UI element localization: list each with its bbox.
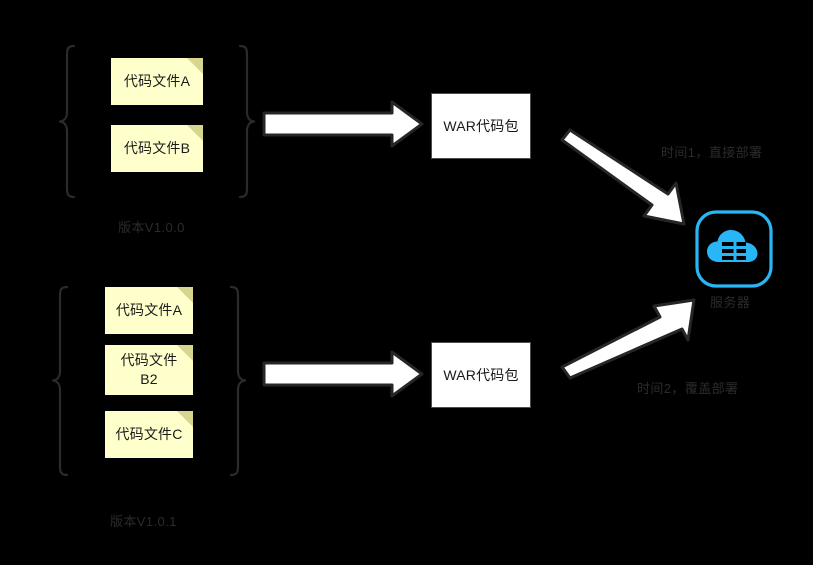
brace-left-group1 [58, 44, 76, 199]
deploy-caption-2: 时间2，覆盖部署 [637, 381, 739, 396]
note-label: 代码文件A [123, 73, 191, 89]
war-package-bottom: WAR代码包 [431, 342, 531, 408]
war-package-label: WAR代码包 [443, 367, 519, 383]
note-code-file: 代码文件 B2 [105, 345, 193, 395]
cloud-server-icon [695, 210, 773, 288]
note-label: 代码文件A [115, 302, 183, 318]
arrow-build-top [262, 100, 426, 148]
note-label: 代码文件 B2 [120, 352, 178, 387]
arrow-deploy-2 [560, 296, 700, 386]
brace-right-group1 [238, 44, 256, 199]
note-code-file: 代码文件A [105, 287, 193, 334]
note-code-file: 代码文件B [111, 125, 203, 172]
arrow-build-bottom [262, 350, 426, 398]
war-package-top: WAR代码包 [431, 93, 531, 159]
arrow-deploy-1 [556, 128, 696, 233]
brace-right-group2 [229, 285, 247, 477]
note-label: 代码文件B [123, 140, 191, 156]
war-package-label: WAR代码包 [443, 118, 519, 134]
version-label-group2: 版本V1.0.1 [110, 514, 177, 529]
note-code-file: 代码文件C [105, 411, 193, 458]
server-node [694, 209, 774, 289]
version-label-group1: 版本V1.0.0 [118, 220, 185, 235]
deploy-caption-1: 时间1，直接部署 [661, 145, 763, 160]
server-label: 服务器 [710, 295, 751, 310]
note-label: 代码文件C [115, 426, 183, 442]
brace-left-group2 [51, 285, 69, 477]
note-code-file: 代码文件A [111, 58, 203, 105]
